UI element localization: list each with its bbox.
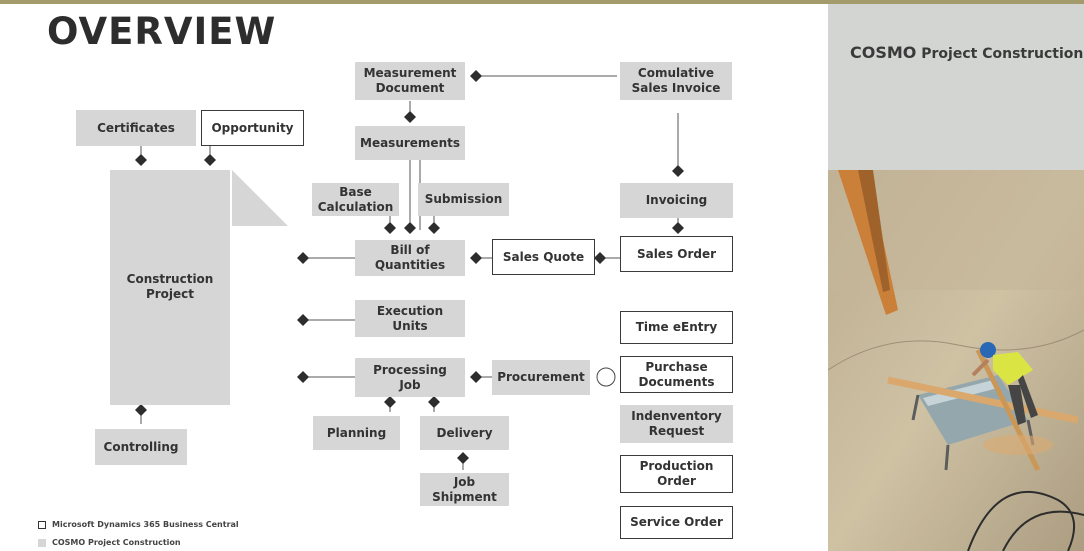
measurement-document-box: Measurement Document bbox=[355, 62, 465, 100]
measurements-box: Measurements bbox=[355, 126, 465, 160]
invoicing-box: Invoicing bbox=[620, 183, 733, 218]
construction-project-label: Construction Project bbox=[126, 272, 214, 301]
comulative-sales-invoice-box: Comulative Sales Invoice bbox=[620, 62, 732, 100]
bill-of-quantities-box: Bill of Quantities bbox=[355, 240, 465, 276]
legend-item-cosmo: COSMO Project Construction bbox=[38, 538, 181, 547]
sales-order-box: Sales Order bbox=[620, 236, 733, 272]
certificates-box: Certificates bbox=[76, 110, 196, 146]
base-calculation-box: Base Calculation bbox=[312, 183, 399, 216]
processing-job-box: Processing Job bbox=[355, 358, 465, 397]
service-order-box: Service Order bbox=[620, 506, 733, 539]
delivery-box: Delivery bbox=[420, 416, 509, 450]
legend-item-business-central: Microsoft Dynamics 365 Business Central bbox=[38, 520, 239, 529]
production-order-box: Production Order bbox=[620, 455, 733, 493]
job-shipment-box: Job Shipment bbox=[420, 473, 509, 506]
legend-label: COSMO Project Construction bbox=[52, 538, 181, 547]
page-title: OVERVIEW bbox=[47, 10, 277, 53]
sales-quote-box: Sales Quote bbox=[492, 239, 595, 275]
time-entry-box: Time eEntry bbox=[620, 311, 733, 344]
controlling-box: Controlling bbox=[95, 429, 187, 465]
construction-worker-photo bbox=[828, 170, 1084, 551]
top-accent-line bbox=[0, 0, 1084, 4]
planning-box: Planning bbox=[313, 416, 400, 450]
legend-filled-swatch bbox=[38, 538, 46, 547]
brand-name: COSMO bbox=[850, 43, 917, 62]
submission-box: Submission bbox=[418, 183, 509, 216]
right-panel-title: COSMO Project Construction bbox=[850, 43, 1083, 62]
procurement-box: Procurement bbox=[492, 360, 590, 395]
purchase-documents-box: Purchase Documents bbox=[620, 356, 733, 393]
brand-subtitle: Project Construction bbox=[921, 46, 1084, 62]
legend-label: Microsoft Dynamics 365 Business Central bbox=[52, 520, 239, 529]
indenventory-request-box: Indenventory Request bbox=[620, 405, 733, 443]
opportunity-box: Opportunity bbox=[201, 110, 304, 146]
execution-units-box: Execution Units bbox=[355, 300, 465, 337]
legend-outline-swatch bbox=[38, 520, 46, 529]
